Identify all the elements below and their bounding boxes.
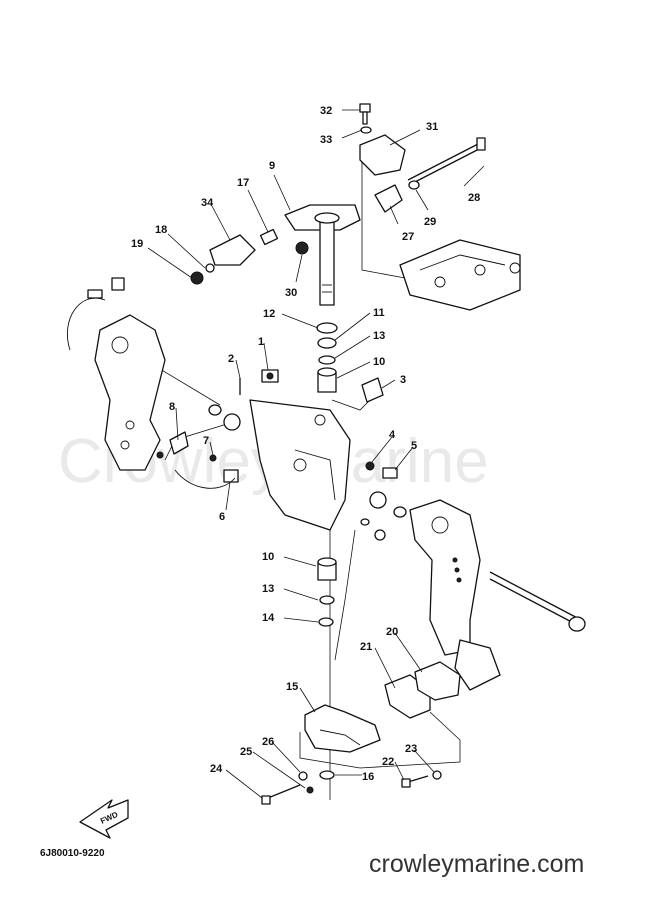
clamp-bracket-right [409,499,586,691]
callout-33: 33 [320,134,332,146]
callout-7: 7 [203,435,209,447]
callout-22: 22 [382,756,394,768]
callout-29: 29 [424,216,436,228]
callout-21: 21 [360,641,372,653]
clamp-bracket-left [66,277,166,471]
site-watermark: crowleymarine.com [369,850,585,878]
callout-6: 6 [219,511,225,523]
callout-17: 17 [237,177,249,189]
callout-31: 31 [426,121,438,133]
small-parts-6-7-8 [156,431,239,489]
rubber-mount-20-21 [384,661,461,719]
callout-9: 9 [269,160,275,172]
callout-32: 32 [320,105,332,117]
callout-5: 5 [411,440,417,452]
callout-34: 34 [201,197,214,209]
plate-3 [361,377,384,403]
callout-30: 30 [285,287,297,299]
callout-13: 13 [373,330,385,342]
tilt-bolt [374,137,486,213]
callout-10-lower: 10 [262,551,274,563]
callout-leaders [147,109,485,799]
lower-fasteners [261,770,442,805]
diagram-code: 6J80010-9220 [40,848,105,859]
fitting-4-5 [365,461,398,479]
callout-24: 24 [210,763,223,775]
fwd-arrow-icon: FWD [79,799,129,839]
callout-2: 2 [228,353,234,365]
callout-20: 20 [386,626,398,638]
callout-1: 1 [258,336,264,348]
lower-mount-15 [304,704,381,753]
callout-28: 28 [468,192,480,204]
steering-arm [284,204,361,306]
lower-case [399,239,521,311]
nut-30 [295,241,309,255]
callout-3: 3 [400,374,406,386]
callouts: 32 33 31 9 17 34 28 29 27 18 19 30 12 11… [131,105,480,783]
clip-1 [239,369,279,395]
top-cover [359,103,406,176]
lower-bushings [317,557,337,627]
callout-25: 25 [240,746,252,758]
callout-18: 18 [155,224,167,236]
callout-15: 15 [286,681,298,693]
callout-12: 12 [263,308,275,320]
callout-8: 8 [169,401,175,413]
plate-34 [190,228,279,285]
swivel-bracket [249,399,351,531]
mid-bushings [208,404,407,541]
callout-26: 26 [262,736,274,748]
callout-19: 19 [131,238,143,250]
callout-4: 4 [389,429,396,441]
callout-27: 27 [402,231,414,243]
callout-16: 16 [362,771,374,783]
callout-11: 11 [373,307,385,319]
upper-bushings [316,322,338,393]
callout-23: 23 [405,743,417,755]
callout-10: 10 [373,356,385,368]
callout-13-lower: 13 [262,583,274,595]
callout-14: 14 [262,612,275,624]
